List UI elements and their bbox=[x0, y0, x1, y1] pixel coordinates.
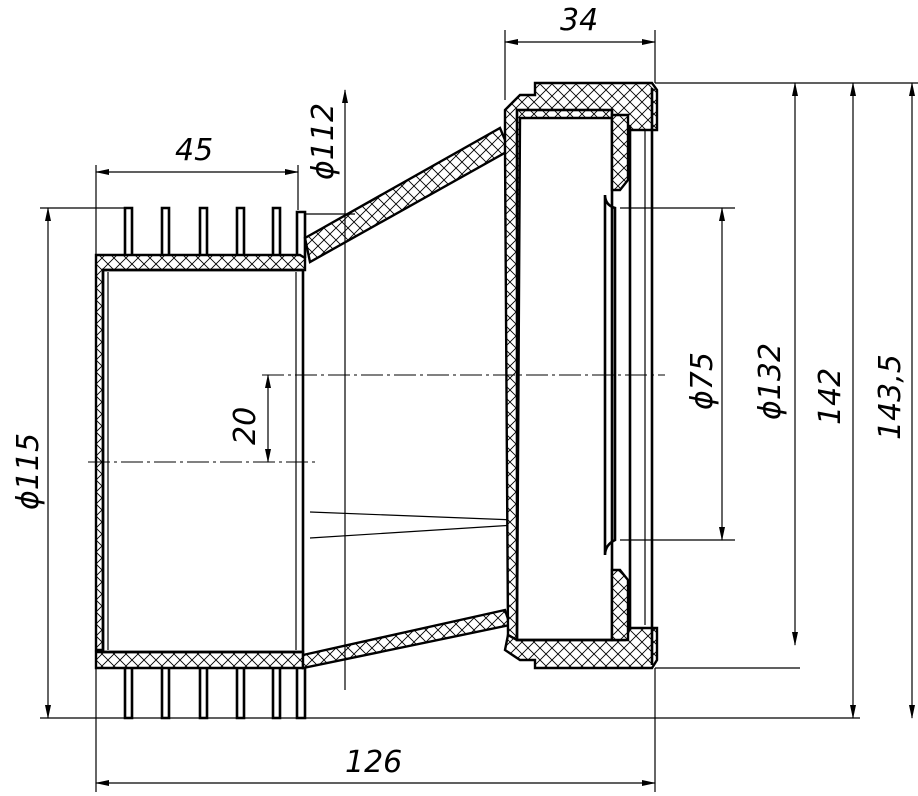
left-pipe bbox=[94, 253, 307, 670]
dim-126: 126 bbox=[345, 745, 402, 780]
dim-45: 45 bbox=[175, 133, 213, 168]
dimension-lines bbox=[45, 39, 915, 786]
cone bbox=[301, 126, 516, 670]
dim-143-5: 143,5 bbox=[873, 354, 908, 440]
extension-lines bbox=[40, 30, 918, 792]
dim-d115: ϕ115 bbox=[11, 433, 46, 510]
dim-142: 142 bbox=[813, 368, 848, 425]
dim-d75: ϕ75 bbox=[685, 352, 720, 410]
right-housing bbox=[503, 81, 659, 670]
dim-20: 20 bbox=[228, 407, 263, 445]
fins bbox=[123, 206, 307, 720]
dim-34: 34 bbox=[560, 3, 598, 38]
dim-d132: ϕ132 bbox=[753, 343, 788, 420]
dim-d112: ϕ112 bbox=[306, 103, 341, 180]
